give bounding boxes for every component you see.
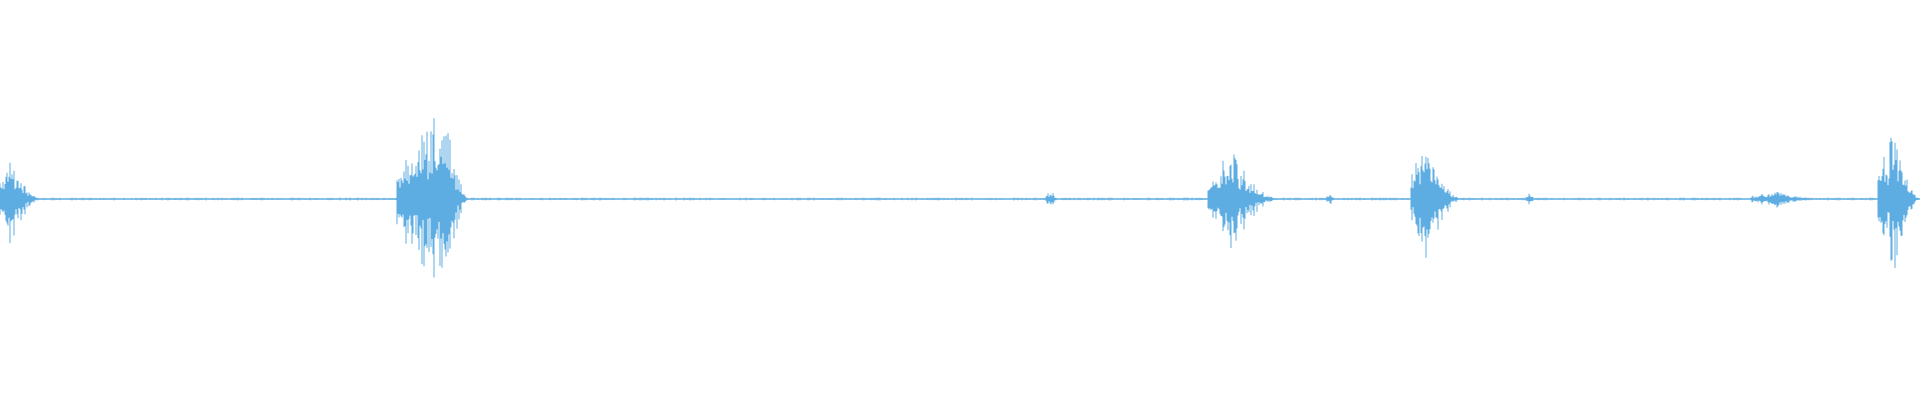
waveform-burst-2: [396, 118, 470, 278]
waveform-burst-3: [1207, 154, 1280, 249]
waveform-tick-1: [1045, 193, 1058, 205]
waveform-events: [0, 118, 1920, 278]
waveform-swell-1: [1750, 191, 1820, 208]
waveform-burst-5: [1877, 137, 1920, 269]
waveform-burst-1: [0, 162, 42, 244]
waveform-baseline: [0, 197, 1920, 201]
waveform-burst-4: [1410, 155, 1463, 258]
waveform-tick-2: [1326, 195, 1336, 204]
waveform-tick-3: [1525, 193, 1536, 205]
